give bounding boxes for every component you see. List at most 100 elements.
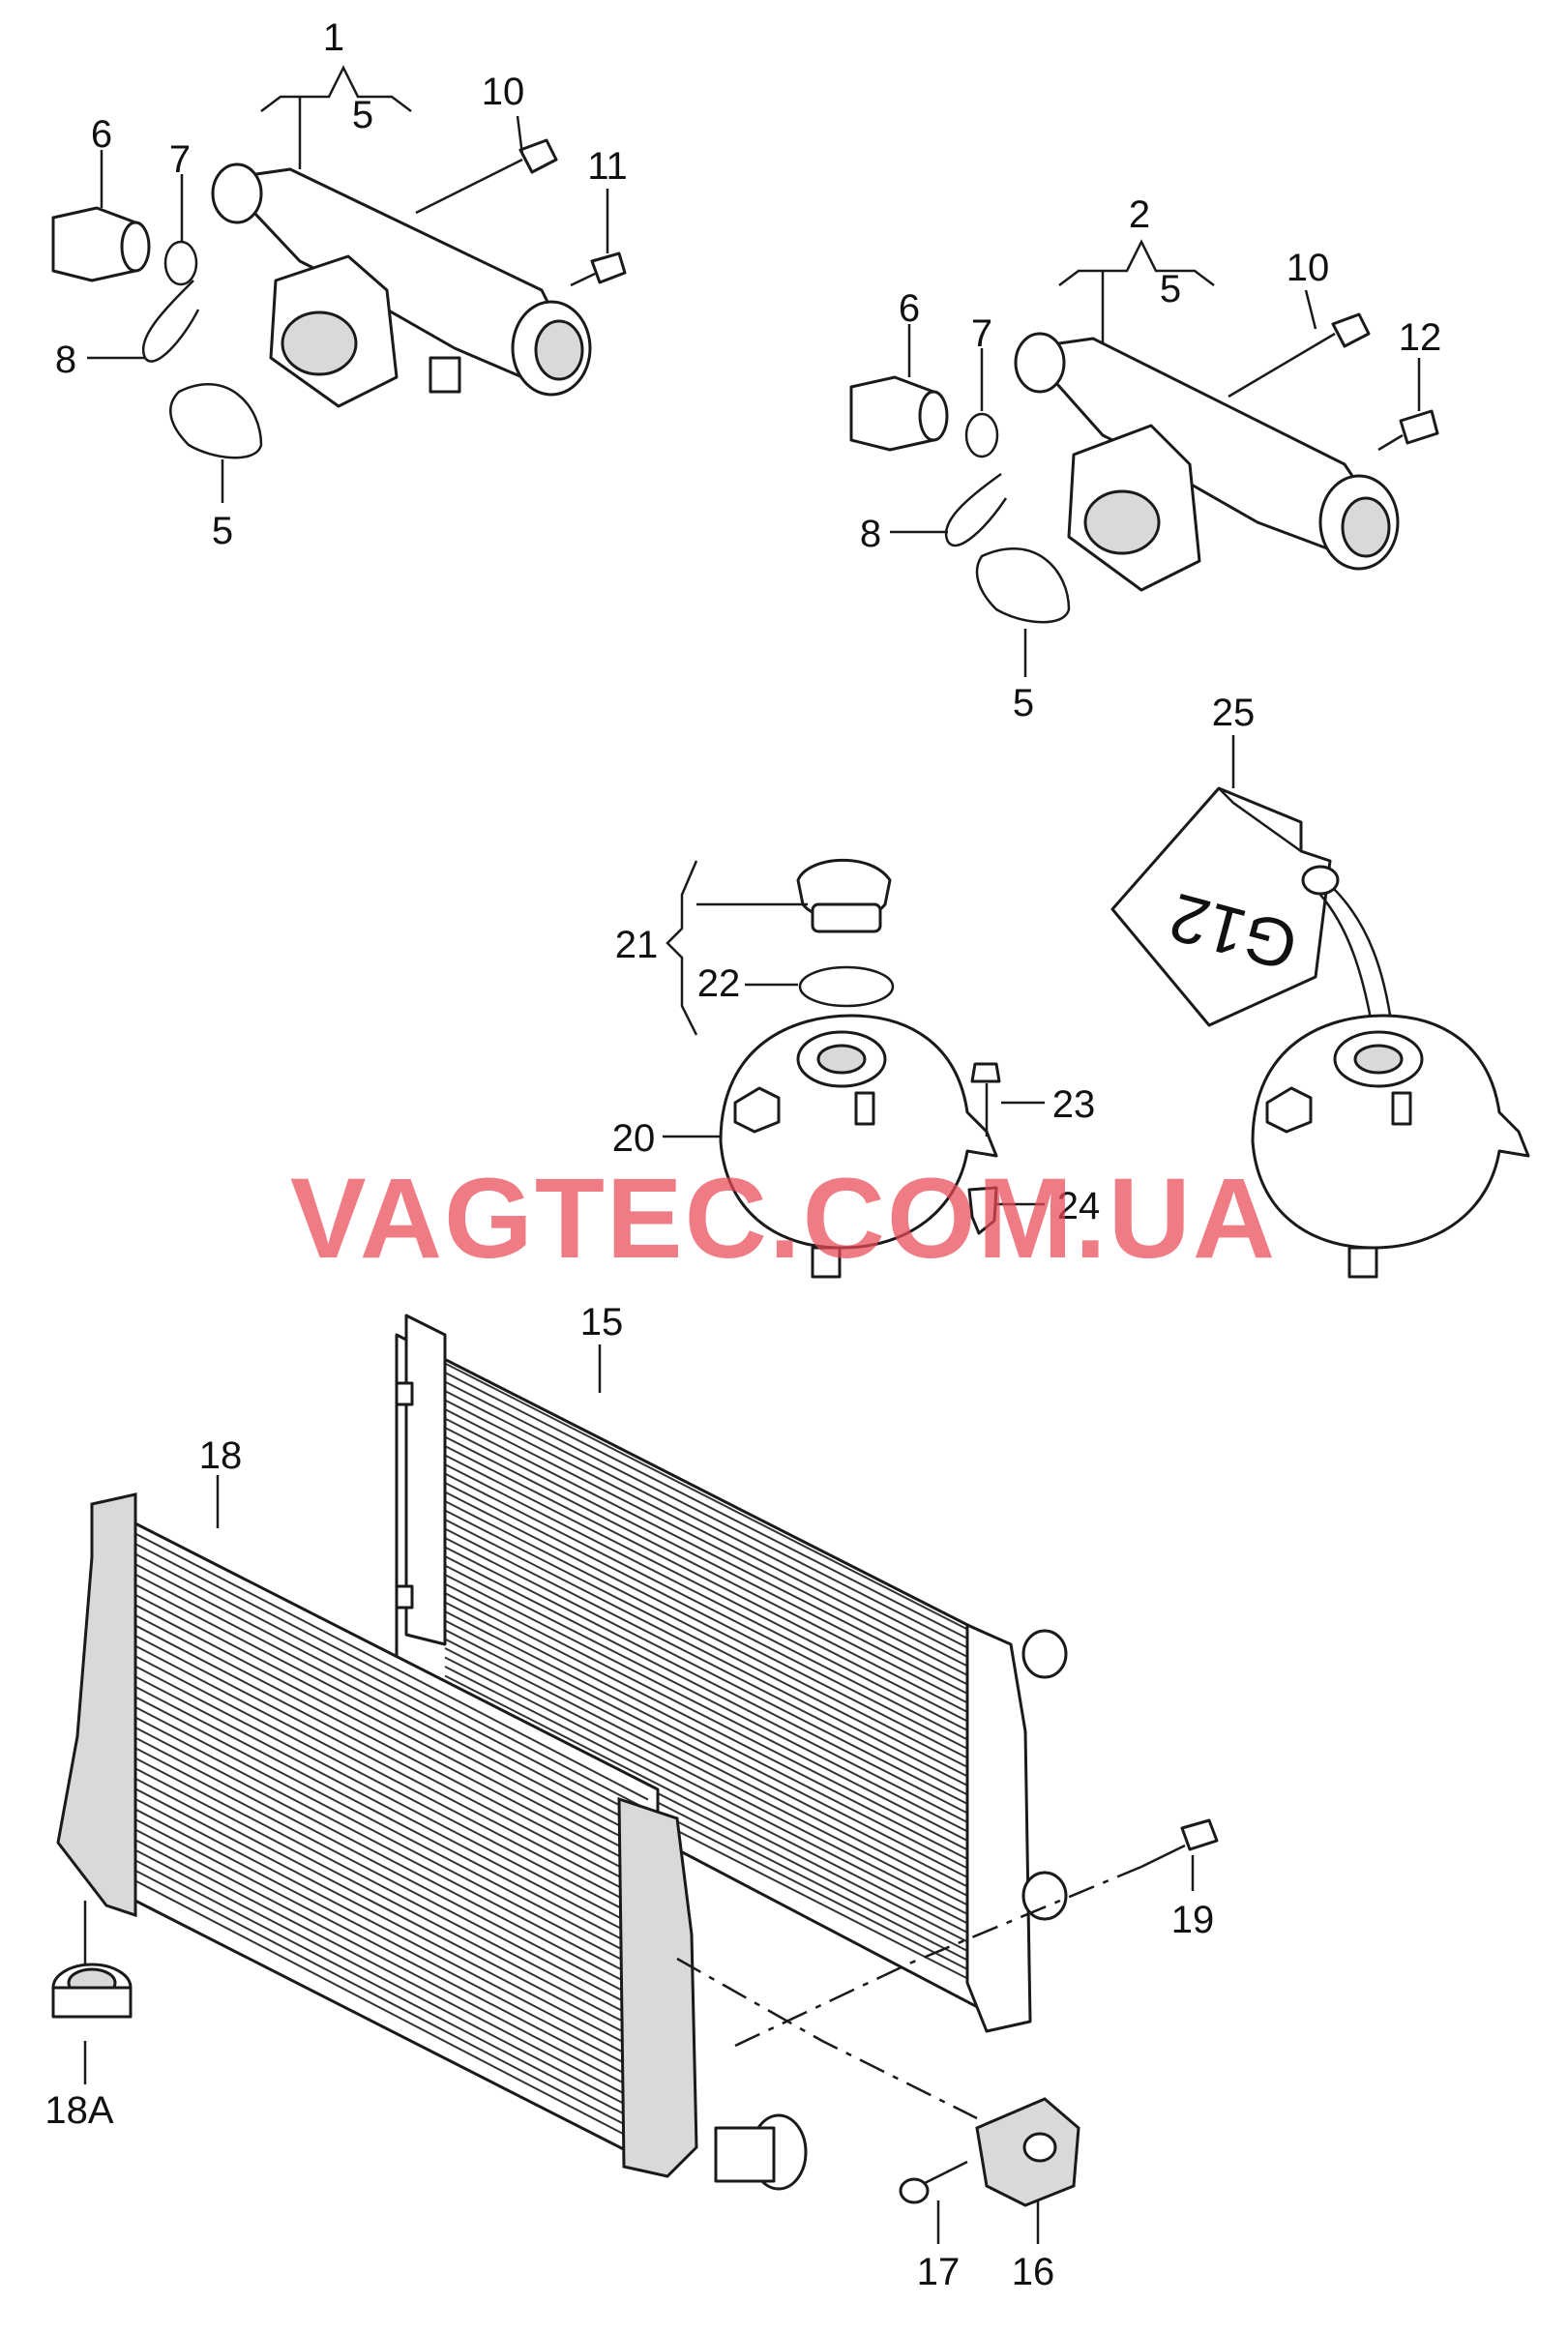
fin-line xyxy=(134,1614,649,1882)
fin-line xyxy=(444,1527,978,1801)
fin-line xyxy=(444,1656,978,1930)
fin-line xyxy=(134,1736,649,2005)
fin-line xyxy=(444,1463,978,1736)
fin-line xyxy=(134,1727,649,1994)
callout-5b: 5 xyxy=(1013,682,1034,724)
fin-line xyxy=(134,1635,649,1903)
fin-line xyxy=(444,1582,978,1856)
screw-23 xyxy=(970,1062,1001,1137)
callout-8a: 8 xyxy=(55,339,76,381)
fin-line xyxy=(134,1563,649,1832)
callout-10a: 10 xyxy=(482,71,525,113)
fin-line xyxy=(444,1372,978,1644)
fin-line xyxy=(444,1472,978,1746)
callout-11: 11 xyxy=(587,145,628,188)
fin-line xyxy=(444,1666,978,1938)
fin-line xyxy=(134,1767,649,2036)
bolt-12 xyxy=(1377,409,1439,452)
fin-line xyxy=(444,1380,978,1654)
fin-line xyxy=(444,1564,978,1838)
fin-line xyxy=(444,1519,978,1791)
fin-line xyxy=(444,1427,978,1699)
callout-5a: 5 xyxy=(212,510,233,552)
fin-line xyxy=(444,1500,978,1773)
callout-16: 16 xyxy=(1012,2251,1055,2293)
fin-line xyxy=(444,1574,978,1846)
fin-line xyxy=(134,1798,649,2066)
fin-line xyxy=(444,1454,978,1728)
fin-line xyxy=(444,1647,978,1920)
charge-air-cooler-18 xyxy=(56,1492,808,2191)
callout-1-5: 5 xyxy=(352,94,373,136)
fin-line xyxy=(134,1644,649,1913)
bolt-10a xyxy=(415,138,558,215)
fin-line xyxy=(134,1552,649,1821)
radiator-15 xyxy=(395,1314,1068,2033)
filler-cap-21 xyxy=(796,858,892,933)
watermark: VAGTEC.COM.UA xyxy=(290,1155,1277,1283)
callout-17: 17 xyxy=(917,2251,961,2293)
callout-21: 21 xyxy=(615,924,659,966)
fin-line xyxy=(134,1594,649,1862)
callout-6a: 6 xyxy=(91,113,112,156)
callout-2-5: 5 xyxy=(1160,268,1181,310)
screw-19 xyxy=(1140,1818,1219,1869)
fin-line xyxy=(444,1399,978,1672)
fin-line xyxy=(444,1601,978,1875)
callout-6b: 6 xyxy=(899,287,920,330)
coolant-canister-25: G12 xyxy=(1110,786,1395,1036)
callout-7b: 7 xyxy=(971,312,992,355)
fin-line xyxy=(444,1546,978,1819)
callout-2: 2 xyxy=(1129,193,1150,236)
callout-10b: 10 xyxy=(1287,247,1330,289)
callout-19: 19 xyxy=(1171,1899,1215,1941)
fin-line xyxy=(134,1848,649,2117)
coolant-flange-2 xyxy=(1014,332,1400,592)
gasket-5a xyxy=(169,383,263,459)
fin-line xyxy=(134,1532,649,1801)
o-ring-7a xyxy=(163,240,198,286)
expansion-tank-filled xyxy=(1251,1014,1530,1279)
bolt-10b xyxy=(1228,312,1371,399)
callout-8b: 8 xyxy=(860,513,881,555)
fin-line xyxy=(134,1747,649,2016)
fin-line xyxy=(444,1555,978,1828)
fin-line xyxy=(134,1675,649,1944)
fin-line xyxy=(134,1573,649,1842)
fin-line xyxy=(444,1619,978,1893)
temperature-sensor-6b xyxy=(849,375,949,452)
fin-line xyxy=(444,1362,978,1636)
temperature-sensor-6a xyxy=(51,206,151,282)
fin-line xyxy=(444,1445,978,1718)
fin-line xyxy=(134,1787,649,2056)
fin-line xyxy=(134,1624,649,1893)
clip-8a xyxy=(141,280,200,363)
fin-line xyxy=(134,1583,649,1852)
fin-line xyxy=(444,1390,978,1663)
fin-line xyxy=(444,1592,978,1865)
fin-line xyxy=(134,1757,649,2025)
fin-line xyxy=(134,1839,649,2108)
callout-22: 22 xyxy=(697,962,741,1005)
fin-line xyxy=(134,1808,649,2077)
clip-8b xyxy=(944,472,1008,547)
callout-15: 15 xyxy=(580,1301,624,1344)
rubber-mount-18a xyxy=(51,1963,133,2019)
fin-line xyxy=(444,1610,978,1883)
fin-line xyxy=(134,1879,649,2148)
seal-ring-22 xyxy=(798,965,895,1008)
fin-line xyxy=(134,1778,649,2046)
callout-12: 12 xyxy=(1399,316,1442,359)
fin-line xyxy=(444,1408,978,1681)
fin-line xyxy=(444,1435,978,1709)
fin-line xyxy=(134,1828,649,2097)
fin-line xyxy=(444,1509,978,1783)
fin-line xyxy=(134,1696,649,1964)
expansion-tank-20 xyxy=(719,1014,998,1279)
fin-line xyxy=(444,1417,978,1691)
screw-17 xyxy=(899,2160,968,2204)
clip-nut-24 xyxy=(967,1186,998,1235)
coolant-flange-1 xyxy=(211,162,592,408)
fin-line xyxy=(134,1604,649,1873)
